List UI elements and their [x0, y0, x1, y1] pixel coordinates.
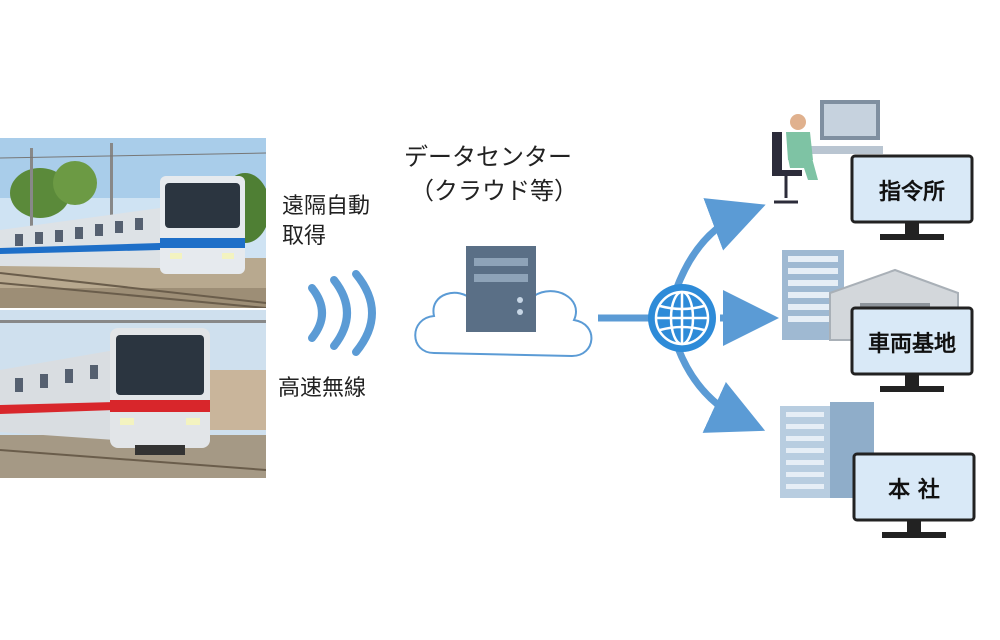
cloud-server-icon: [404, 238, 604, 378]
wireless-signal-icon: [298, 268, 388, 358]
destination-label-command: 指令所: [878, 180, 945, 205]
monitor-depot: 車両基地: [850, 306, 976, 396]
wireless-label: 高速無線: [278, 376, 367, 401]
auto-acquire-label: 遠隔自動 取得: [282, 194, 371, 249]
data-center-title: データセンター: [404, 143, 572, 171]
train-photo-blue: [0, 138, 266, 308]
operator-desk-icon: [768, 98, 888, 208]
monitor-headquarters: 本 社: [852, 452, 978, 542]
train-photo-red: [0, 310, 266, 478]
data-center-subtitle: （クラウド等）: [410, 177, 578, 205]
monitor-command-center: 指令所: [850, 154, 976, 244]
destination-label-depot: 車両基地: [867, 332, 956, 357]
destination-label-headquarters: 本 社: [888, 478, 940, 503]
network-arrows: [598, 190, 798, 440]
globe-icon: [646, 282, 718, 354]
